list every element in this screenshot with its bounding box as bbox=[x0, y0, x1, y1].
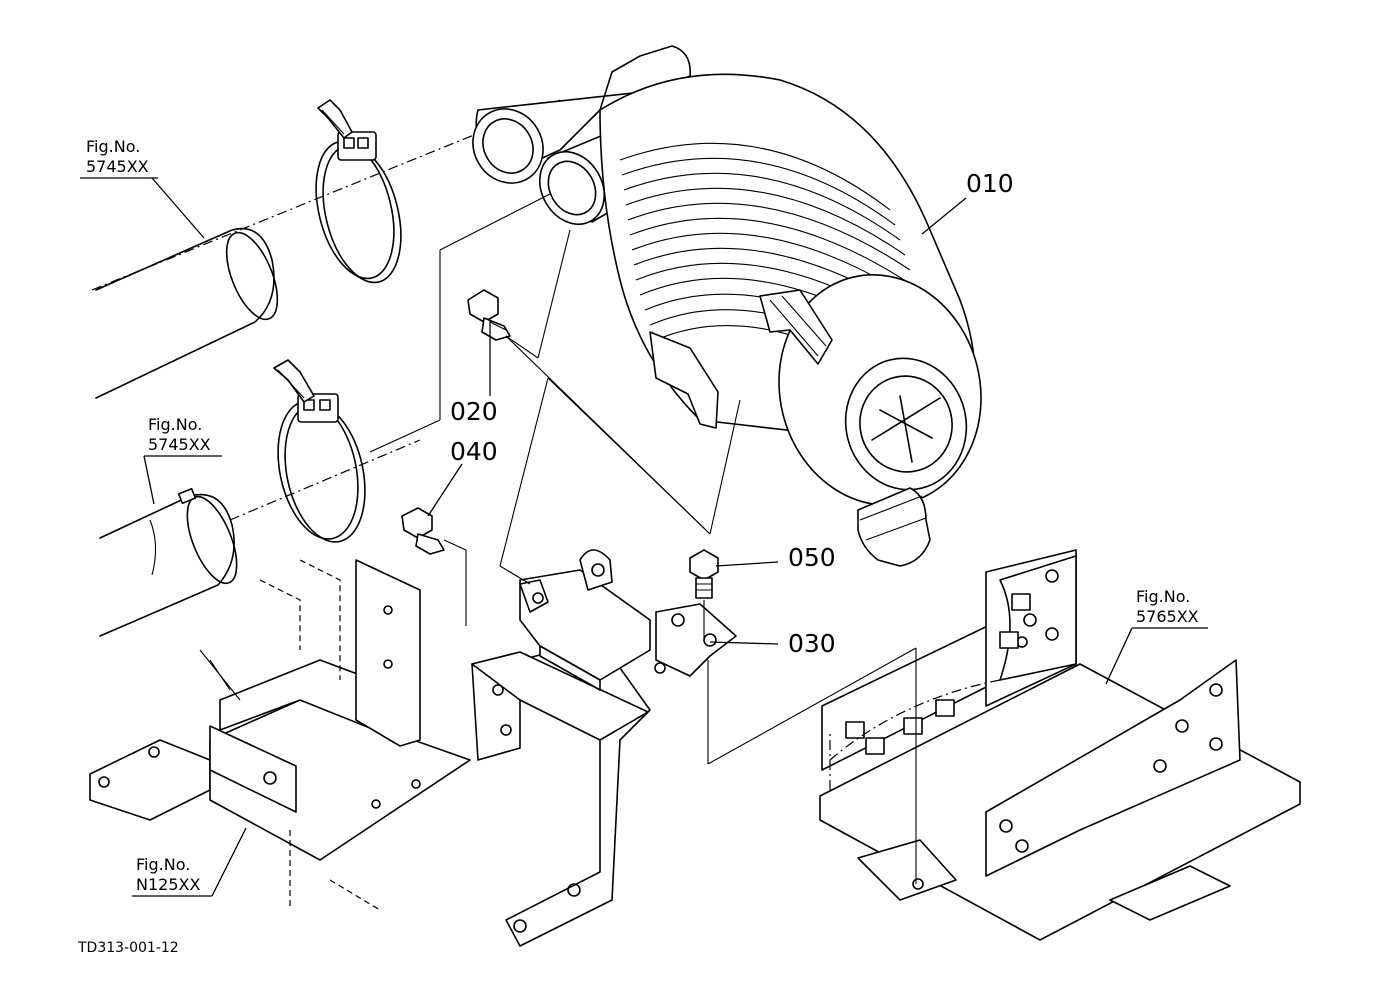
part-label-010: 010 bbox=[966, 169, 1014, 198]
bolt-050 bbox=[689, 549, 719, 599]
upper-hose-clamp bbox=[315, 99, 402, 284]
part-label-030: 030 bbox=[788, 629, 836, 658]
leader-lines bbox=[80, 177, 1208, 897]
lower-hose bbox=[99, 439, 421, 637]
frame-n125xx bbox=[89, 559, 471, 911]
fig-ref-lower-number: 5745XX bbox=[148, 435, 211, 454]
fig-ref-frame-number: N125XX bbox=[136, 875, 200, 894]
part-label-020: 020 bbox=[450, 397, 498, 426]
base-frame-5765xx bbox=[819, 549, 1301, 941]
part-label-040: 040 bbox=[450, 437, 498, 466]
lower-hose-clamp bbox=[273, 359, 366, 543]
drawing-code: TD313-001-12 bbox=[77, 940, 179, 956]
fig-ref-upper-title: Fig.No. bbox=[86, 137, 140, 156]
bolt-020 bbox=[467, 289, 511, 341]
air-cleaner-assembly bbox=[472, 45, 982, 567]
fig-ref-lower-title: Fig.No. bbox=[148, 415, 202, 434]
mounting-bracket-030 bbox=[471, 549, 737, 947]
fig-ref-base-title: Fig.No. bbox=[1136, 587, 1190, 606]
bolt-040 bbox=[401, 507, 445, 555]
fig-ref-frame-title: Fig.No. bbox=[136, 855, 190, 874]
assembly-lines bbox=[369, 193, 917, 884]
part-label-050: 050 bbox=[788, 543, 836, 572]
housing-ribs bbox=[619, 142, 916, 391]
fig-ref-base-number: 5765XX bbox=[1136, 607, 1199, 626]
fig-ref-upper-number: 5745XX bbox=[86, 157, 149, 176]
